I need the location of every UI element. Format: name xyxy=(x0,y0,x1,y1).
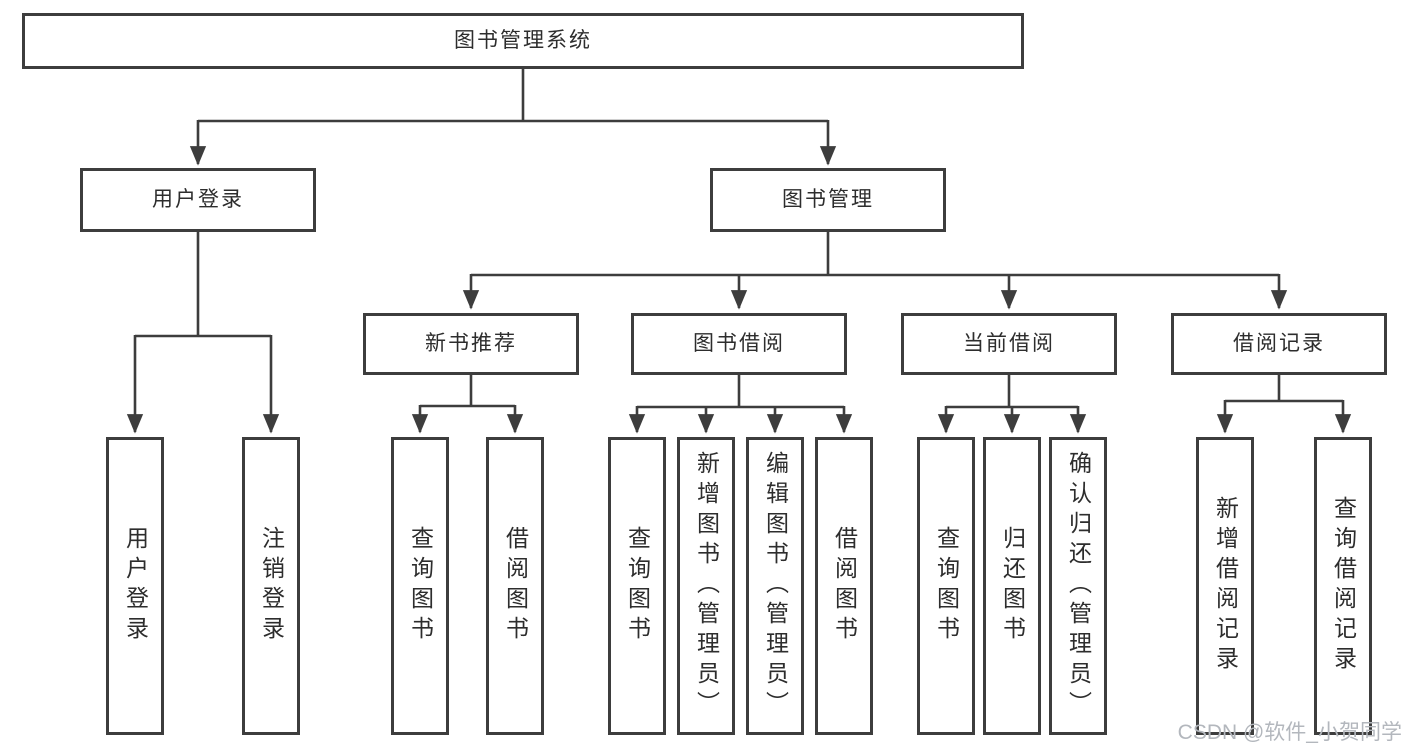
node-logout: 注销登录 xyxy=(242,437,300,735)
node-add-borrow-record: 新增借阅记录 xyxy=(1196,437,1254,735)
node-root: 图书管理系统 xyxy=(22,13,1024,69)
node-edit-books-admin: 编辑图书（管理员） xyxy=(746,437,804,735)
node-borrow-books-recommend: 借阅图书 xyxy=(486,437,544,735)
connector-group xyxy=(126,69,1352,434)
watermark: CSDN @软件_小贺同学 xyxy=(1177,721,1402,744)
node-query-books-current: 查询图书 xyxy=(917,437,975,735)
node-user-login-leaf: 用户登录 xyxy=(106,437,164,735)
node-book-management: 图书管理 xyxy=(710,168,946,232)
node-confirm-return-admin: 确认归还（管理员） xyxy=(1049,437,1107,735)
node-current-borrowing: 当前借阅 xyxy=(901,313,1117,375)
node-query-borrow-record: 查询借阅记录 xyxy=(1314,437,1372,735)
node-return-books: 归还图书 xyxy=(983,437,1041,735)
node-query-books-borrowing: 查询图书 xyxy=(608,437,666,735)
node-query-books-recommend: 查询图书 xyxy=(391,437,449,735)
node-borrow-books-borrowing: 借阅图书 xyxy=(815,437,873,735)
node-user-login: 用户登录 xyxy=(80,168,316,232)
node-borrowing-records: 借阅记录 xyxy=(1171,313,1387,375)
node-add-books-admin: 新增图书（管理员） xyxy=(677,437,735,735)
node-new-book-recommendation: 新书推荐 xyxy=(363,313,579,375)
node-book-borrowing: 图书借阅 xyxy=(631,313,847,375)
